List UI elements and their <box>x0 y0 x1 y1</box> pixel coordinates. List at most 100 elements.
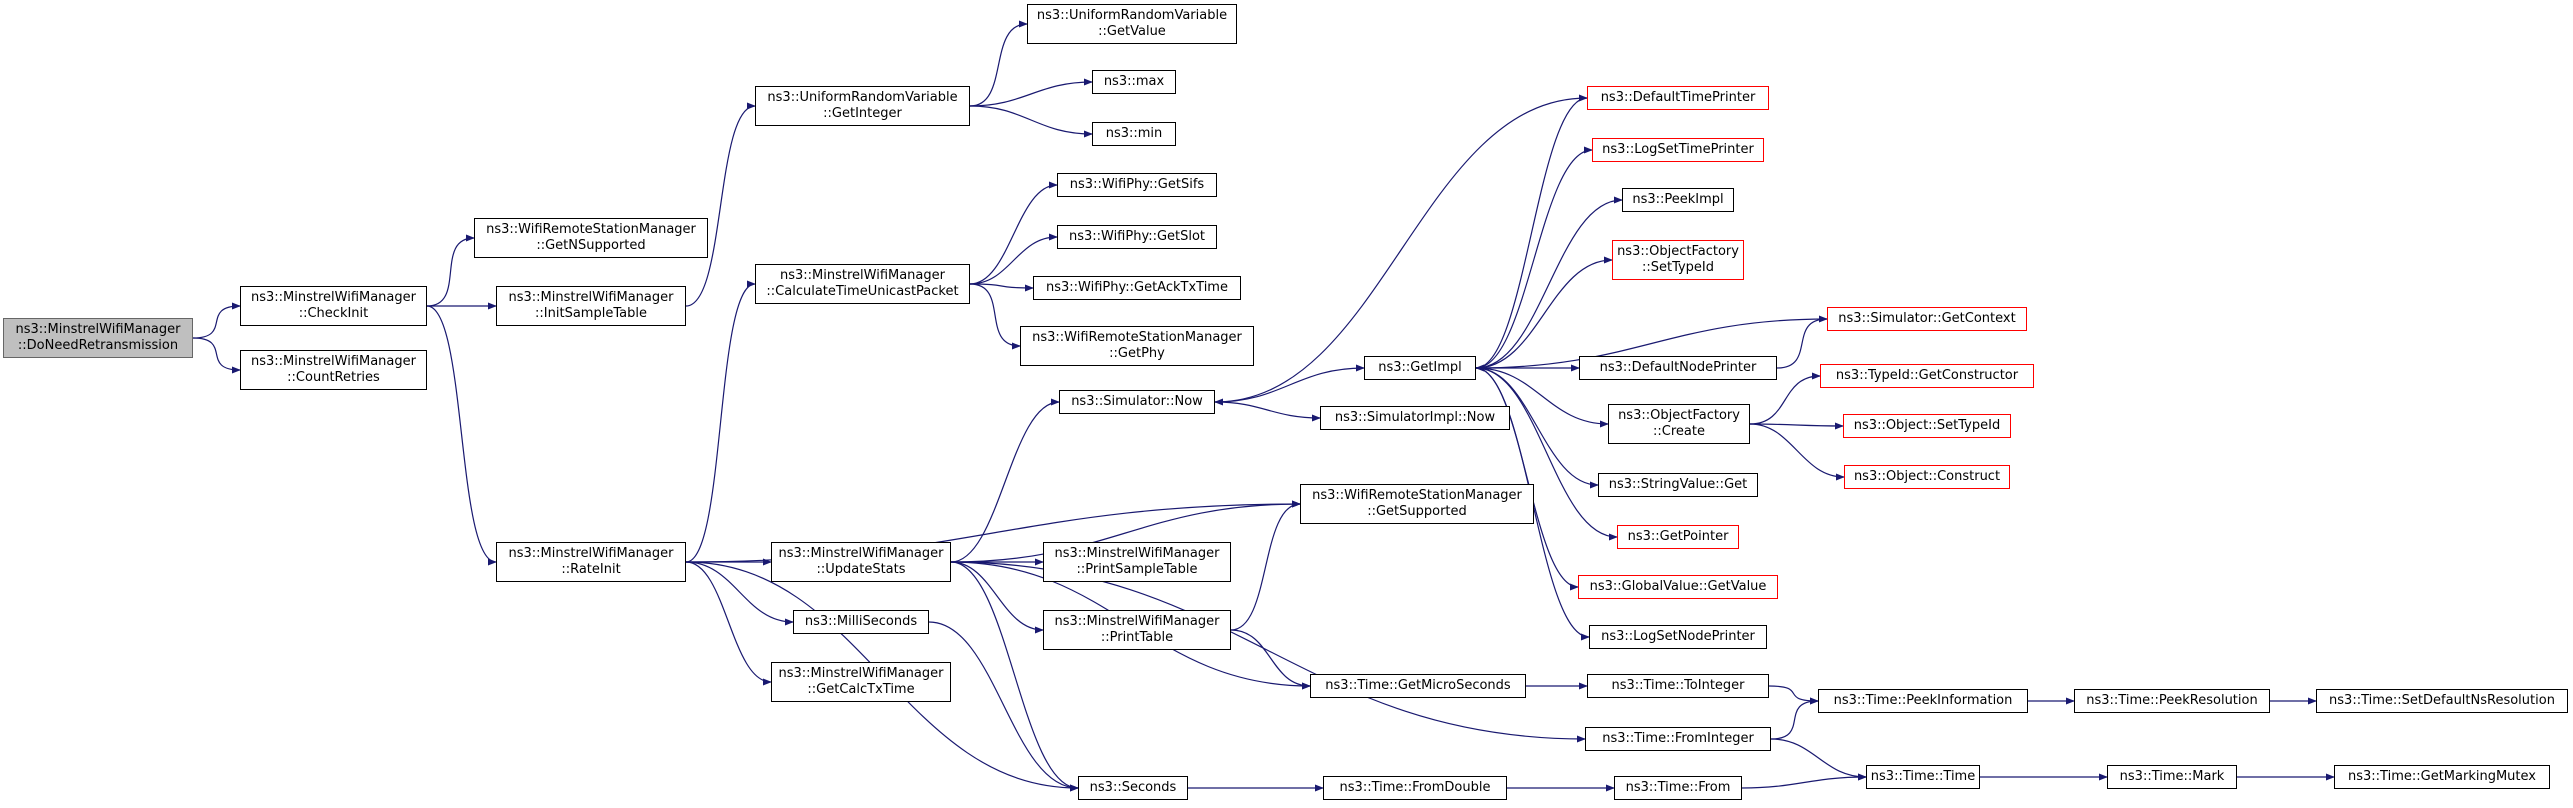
edge-getimpl-to-deftimeprinter <box>1475 94 1588 369</box>
node-simgetcontext[interactable]: ns3::Simulator::GetContext <box>1827 307 2027 331</box>
node-simimplnow[interactable]: ns3::SimulatorImpl::Now <box>1320 406 1510 430</box>
node-deftimeprinter[interactable]: ns3::DefaultTimePrinter <box>1587 86 1769 110</box>
node-milliseconds[interactable]: ns3::MilliSeconds <box>793 610 929 634</box>
edge-urvgetint-to-min <box>969 105 1093 138</box>
node-label: ns3::ObjectFactory <box>1618 408 1740 423</box>
node-getcalctx[interactable]: ns3::MinstrelWifiManager::GetCalcTxTime <box>771 662 951 702</box>
node-defnodeprinter[interactable]: ns3::DefaultNodePrinter <box>1579 356 1777 380</box>
node-getsupported[interactable]: ns3::WifiRemoteStationManager::GetSuppor… <box>1300 484 1534 524</box>
node-gvgetvalue[interactable]: ns3::GlobalValue::GetValue <box>1578 575 1778 599</box>
edge-deftimeprinter-to-simnow <box>1214 97 1588 406</box>
node-objconstruct[interactable]: ns3::Object::Construct <box>1844 465 2010 489</box>
node-label: ns3::LogSetNodePrinter <box>1601 629 1755 644</box>
node-label: ::GetSupported <box>1367 504 1467 519</box>
node-timetoint[interactable]: ns3::Time::ToInteger <box>1587 674 1769 698</box>
edge-updatestats-to-printtable <box>950 561 1044 634</box>
node-label: ns3::MinstrelWifiManager <box>778 546 944 561</box>
node-label: ns3::PeekImpl <box>1632 192 1724 207</box>
node-label: ::CheckInit <box>298 306 369 321</box>
node-urvgetint[interactable]: ns3::UniformRandomVariable::GetInteger <box>755 86 970 126</box>
edge-simnow-to-getimpl <box>1214 364 1365 403</box>
node-label: ns3::Time::Time <box>1870 769 1976 784</box>
edge-getimpl-to-peekimpl <box>1475 196 1623 369</box>
node-checkinit[interactable]: ns3::MinstrelWifiManager::CheckInit <box>240 286 427 326</box>
node-strvalget[interactable]: ns3::StringValue::Get <box>1598 473 1758 497</box>
node-label: ::GetInteger <box>823 106 902 121</box>
node-getsifs[interactable]: ns3::WifiPhy::GetSifs <box>1057 173 1217 197</box>
node-objsettypeid[interactable]: ns3::Object::SetTypeId <box>1843 414 2011 438</box>
node-getphy[interactable]: ns3::WifiRemoteStationManager::GetPhy <box>1020 326 1254 366</box>
node-label: ns3::MilliSeconds <box>804 614 918 629</box>
node-label: ns3::UniformRandomVariable <box>767 90 958 105</box>
node-printtable[interactable]: ns3::MinstrelWifiManager::PrintTable <box>1043 610 1231 650</box>
node-label: ns3::Time::From <box>1625 780 1731 795</box>
node-label: ns3::Time::SetDefaultNsResolution <box>2329 693 2555 708</box>
node-label: ::RateInit <box>561 562 621 577</box>
edge-timefromint-to-peekinfo <box>1770 697 1819 740</box>
node-getpointer[interactable]: ns3::GetPointer <box>1617 525 1739 549</box>
node-logsettime[interactable]: ns3::LogSetTimePrinter <box>1592 138 1764 162</box>
node-timemark[interactable]: ns3::Time::Mark <box>2107 765 2237 789</box>
node-timetime[interactable]: ns3::Time::Time <box>1866 765 1980 789</box>
node-timefromint[interactable]: ns3::Time::FromInteger <box>1585 727 1771 751</box>
node-fromdouble[interactable]: ns3::Time::FromDouble <box>1323 776 1507 800</box>
node-label: ns3::Time::ToInteger <box>1611 678 1745 693</box>
node-label: ns3::MinstrelWifiManager <box>508 290 674 305</box>
node-min[interactable]: ns3::min <box>1092 122 1176 146</box>
node-label: ns3::DefaultTimePrinter <box>1600 90 1756 105</box>
node-peekimpl[interactable]: ns3::PeekImpl <box>1622 188 1734 212</box>
node-getacktx[interactable]: ns3::WifiPhy::GetAckTxTime <box>1033 276 1241 300</box>
node-ofcreate[interactable]: ns3::ObjectFactory::Create <box>1608 404 1750 444</box>
node-getimpl[interactable]: ns3::GetImpl <box>1364 356 1476 380</box>
node-label: ::InitSampleTable <box>535 306 647 321</box>
edge-getimpl-to-ofsettypeid <box>1475 256 1613 369</box>
node-label: ns3::Time::FromDouble <box>1339 780 1491 795</box>
node-label: ns3::MinstrelWifiManager <box>15 322 181 337</box>
node-label: ns3::Object::Construct <box>1853 469 2001 484</box>
edge-rateinit-to-getcalctx <box>685 561 772 686</box>
edge-calctime-to-getslot <box>969 233 1058 285</box>
node-getnsupported[interactable]: ns3::WifiRemoteStationManager::GetNSuppo… <box>474 218 708 258</box>
node-label: ns3::min <box>1105 126 1163 141</box>
node-simnow[interactable]: ns3::Simulator::Now <box>1059 390 1215 414</box>
node-urvgetval[interactable]: ns3::UniformRandomVariable::GetValue <box>1027 4 1237 44</box>
node-label: ::PrintTable <box>1100 630 1174 645</box>
node-max[interactable]: ns3::max <box>1092 70 1176 94</box>
edge-checkinit-to-rateinit <box>426 305 497 566</box>
node-label: ns3::Object::SetTypeId <box>1853 418 2001 433</box>
node-getmicro[interactable]: ns3::Time::GetMicroSeconds <box>1310 674 1526 698</box>
edge-getimpl-to-logsettime <box>1475 146 1593 369</box>
node-initsample[interactable]: ns3::MinstrelWifiManager::InitSampleTabl… <box>496 286 686 326</box>
node-typeidgetctor[interactable]: ns3::TypeId::GetConstructor <box>1820 364 2034 388</box>
edge-ofcreate-to-typeidgetctor <box>1749 372 1821 425</box>
node-peekres[interactable]: ns3::Time::PeekResolution <box>2074 689 2270 713</box>
node-setdefres[interactable]: ns3::Time::SetDefaultNsResolution <box>2316 689 2568 713</box>
node-seconds[interactable]: ns3::Seconds <box>1078 776 1188 800</box>
node-printsample[interactable]: ns3::MinstrelWifiManager::PrintSampleTab… <box>1043 542 1231 582</box>
node-label: ns3::WifiPhy::GetAckTxTime <box>1046 280 1228 295</box>
edge-ofcreate-to-objconstruct <box>1749 423 1845 481</box>
node-logsetnode[interactable]: ns3::LogSetNodePrinter <box>1589 625 1767 649</box>
node-label: ns3::WifiPhy::GetSifs <box>1069 177 1205 192</box>
edge-initsample-to-urvgetint <box>685 102 756 307</box>
node-label: ns3::SimulatorImpl::Now <box>1334 410 1496 425</box>
edge-urvgetint-to-urvgetval <box>969 20 1028 107</box>
node-label: ns3::Simulator::GetContext <box>1838 311 2016 326</box>
node-label: ns3::max <box>1103 74 1165 89</box>
node-ofsettypeid[interactable]: ns3::ObjectFactory::SetTypeId <box>1612 240 1744 280</box>
node-calctime[interactable]: ns3::MinstrelWifiManager::CalculateTimeU… <box>755 264 970 304</box>
node-getslot[interactable]: ns3::WifiPhy::GetSlot <box>1057 225 1217 249</box>
node-label: ns3::Time::GetMarkingMutex <box>2348 769 2536 784</box>
node-countretries[interactable]: ns3::MinstrelWifiManager::CountRetries <box>240 350 427 390</box>
node-rateinit[interactable]: ns3::MinstrelWifiManager::RateInit <box>496 542 686 582</box>
node-timefrom[interactable]: ns3::Time::From <box>1614 776 1742 800</box>
node-getmarkmutex[interactable]: ns3::Time::GetMarkingMutex <box>2334 765 2550 789</box>
node-updatestats[interactable]: ns3::MinstrelWifiManager::UpdateStats <box>771 542 951 582</box>
node-label: ns3::WifiRemoteStationManager <box>1312 488 1522 503</box>
edge-updatestats-to-seconds <box>950 561 1079 792</box>
node-label: ns3::WifiPhy::GetSlot <box>1068 229 1206 244</box>
node-peekinfo[interactable]: ns3::Time::PeekInformation <box>1818 689 2028 713</box>
node-label: ::GetNSupported <box>536 238 646 253</box>
node-label: ::DoNeedRetransmission <box>17 338 179 353</box>
